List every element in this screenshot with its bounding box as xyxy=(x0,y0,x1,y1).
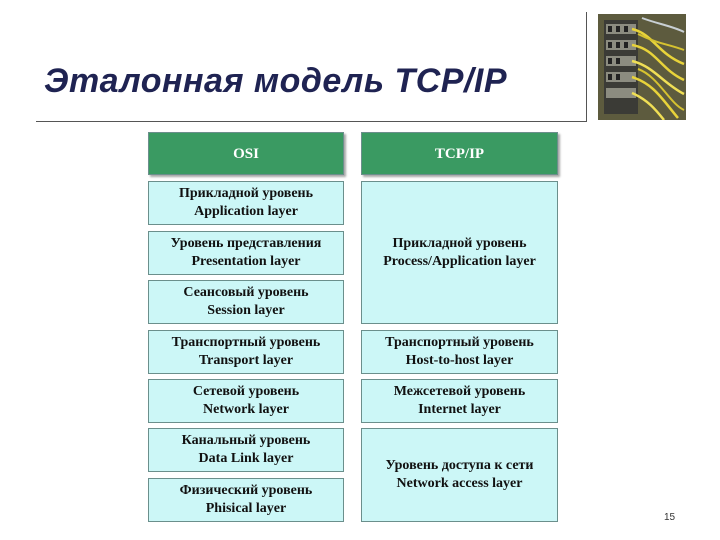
cables-illustration xyxy=(598,14,686,120)
osi-layer-ru: Транспортный уровень xyxy=(172,334,321,352)
tcpip-layer-en: Internet layer xyxy=(418,401,501,419)
tcpip-layer-ru: Прикладной уровень xyxy=(392,235,526,253)
osi-layer-en: Application layer xyxy=(194,203,298,221)
osi-layer-ru: Физический уровень xyxy=(180,482,313,500)
osi-layer-ru: Сетевой уровень xyxy=(193,383,299,401)
osi-header: OSI xyxy=(148,132,344,175)
osi-layer-session: Сеансовый уровень Session layer xyxy=(148,280,344,324)
osi-layer-network: Сетевой уровень Network layer xyxy=(148,379,344,423)
osi-layer-en: Phisical layer xyxy=(206,500,287,518)
osi-layer-en: Transport layer xyxy=(199,352,293,370)
title-underline xyxy=(36,121,586,122)
tcpip-layer-transport: Транспортный уровень Host-to-host layer xyxy=(361,330,558,374)
tcpip-layer-network-access: Уровень доступа к сети Network access la… xyxy=(361,428,558,522)
osi-layer-ru: Уровень представления xyxy=(171,235,322,253)
osi-layer-transport: Транспортный уровень Transport layer xyxy=(148,330,344,374)
osi-layer-physical: Физический уровень Phisical layer xyxy=(148,478,344,522)
tcpip-layer-application: Прикладной уровень Process/Application l… xyxy=(361,181,558,324)
slide-title: Эталонная модель TCP/IP xyxy=(44,62,507,101)
slide-number: 15 xyxy=(664,512,675,523)
tcpip-layer-en: Network access layer xyxy=(397,475,523,493)
title-divider xyxy=(586,12,587,122)
osi-layer-ru: Канальный уровень xyxy=(182,432,311,450)
tcpip-header: TCP/IP xyxy=(361,132,558,175)
tcpip-layer-ru: Транспортный уровень xyxy=(385,334,534,352)
osi-layer-application: Прикладной уровень Application layer xyxy=(148,181,344,225)
tcpip-layer-en: Host-to-host layer xyxy=(406,352,514,370)
osi-layer-en: Data Link layer xyxy=(199,450,294,468)
osi-layer-en: Network layer xyxy=(203,401,289,419)
osi-layer-ru: Сеансовый уровень xyxy=(183,284,308,302)
osi-layer-data-link: Канальный уровень Data Link layer xyxy=(148,428,344,472)
osi-layer-en: Session layer xyxy=(207,302,284,320)
tcpip-layer-ru: Межсетевой уровень xyxy=(394,383,526,401)
network-cables-photo xyxy=(598,14,686,120)
osi-layer-en: Presentation layer xyxy=(192,253,301,271)
tcpip-layer-en: Process/Application layer xyxy=(383,253,536,271)
osi-layer-presentation: Уровень представления Presentation layer xyxy=(148,231,344,275)
osi-layer-ru: Прикладной уровень xyxy=(179,185,313,203)
tcpip-layer-internet: Межсетевой уровень Internet layer xyxy=(361,379,558,423)
tcpip-header-label: TCP/IP xyxy=(435,145,484,163)
tcpip-layer-ru: Уровень доступа к сети xyxy=(386,457,534,475)
osi-header-label: OSI xyxy=(233,145,259,163)
